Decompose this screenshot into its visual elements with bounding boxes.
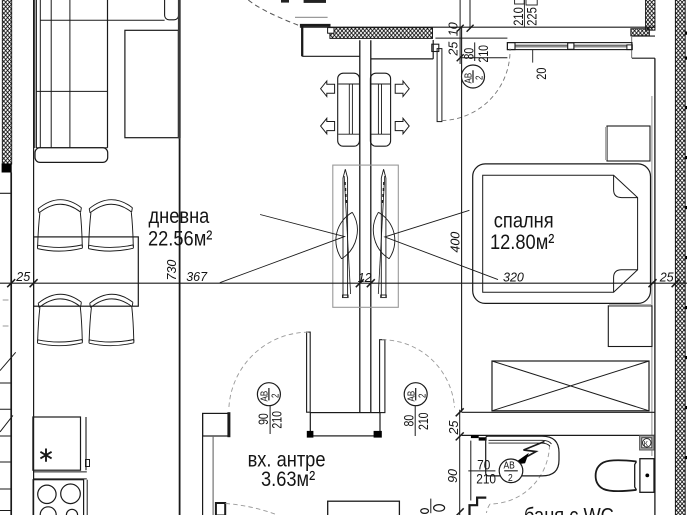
svg-text:дневна: дневна <box>149 205 211 229</box>
svg-text:22.56м²: 22.56м² <box>148 227 213 251</box>
svg-text:2: 2 <box>474 76 485 80</box>
svg-text:90: 90 <box>446 469 460 483</box>
svg-text:АВ: АВ <box>405 391 416 402</box>
svg-text:12: 12 <box>358 271 372 285</box>
svg-text:25: 25 <box>15 270 30 284</box>
svg-text:2: 2 <box>416 394 427 398</box>
svg-text:80: 80 <box>461 48 477 60</box>
svg-text:АВ: АВ <box>259 391 270 402</box>
svg-text:2: 2 <box>270 394 281 398</box>
svg-text:210: 210 <box>511 7 526 26</box>
svg-text:320: 320 <box>503 271 524 285</box>
svg-text:70: 70 <box>477 457 490 473</box>
svg-text:90: 90 <box>256 413 272 425</box>
svg-text:210: 210 <box>269 411 285 429</box>
svg-text:баня с WC: баня с WC <box>524 504 614 515</box>
svg-text:25: 25 <box>446 42 460 57</box>
svg-text:АВ: АВ <box>463 73 474 84</box>
svg-text:210: 210 <box>476 471 496 487</box>
svg-text:210: 210 <box>416 412 432 430</box>
svg-text:10: 10 <box>446 22 460 36</box>
svg-text:вх. антре: вх. антре <box>248 448 326 472</box>
svg-text:АВ: АВ <box>504 460 515 471</box>
svg-text:3.63м²: 3.63м² <box>261 468 316 492</box>
svg-text:80: 80 <box>401 415 417 427</box>
svg-text:400: 400 <box>448 232 462 253</box>
svg-text:К: К <box>644 441 649 448</box>
svg-text:12.80м²: 12.80м² <box>490 231 555 255</box>
svg-text:210: 210 <box>476 45 492 63</box>
svg-text:2: 2 <box>508 472 513 483</box>
svg-text:25: 25 <box>659 271 674 285</box>
svg-text:спалня: спалня <box>494 209 554 233</box>
svg-text:225: 225 <box>524 7 539 26</box>
svg-text:367: 367 <box>186 270 208 284</box>
svg-text:20: 20 <box>534 68 550 80</box>
svg-text:25: 25 <box>447 421 461 436</box>
svg-text:730: 730 <box>165 260 179 281</box>
